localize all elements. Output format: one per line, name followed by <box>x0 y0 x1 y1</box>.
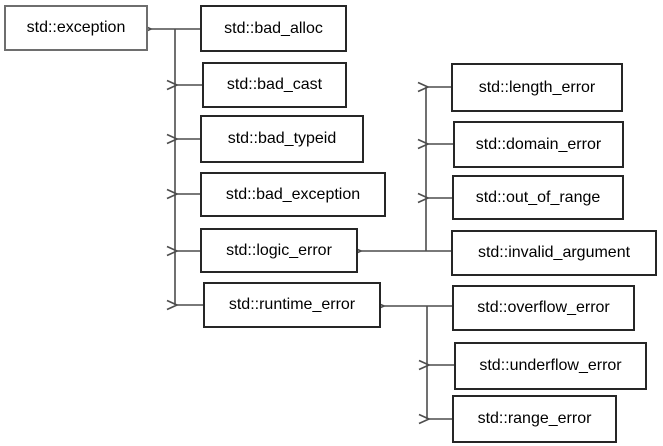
node-std-logic-error: std::logic_error <box>200 228 358 273</box>
node-std-bad-alloc: std::bad_alloc <box>200 5 347 52</box>
node-std-overflow-error: std::overflow_error <box>452 285 635 331</box>
node-std-underflow-error: std::underflow_error <box>454 342 647 390</box>
node-std-length-error: std::length_error <box>451 63 623 112</box>
node-std-range-error: std::range_error <box>452 395 617 443</box>
node-std-out-of-range: std::out_of_range <box>452 175 624 220</box>
node-std-invalid-argument: std::invalid_argument <box>451 230 657 276</box>
node-std-bad-exception: std::bad_exception <box>200 172 386 217</box>
node-std-runtime-error: std::runtime_error <box>203 282 381 328</box>
node-std-exception: std::exception <box>4 5 148 51</box>
node-std-domain-error: std::domain_error <box>453 121 624 168</box>
node-std-bad-typeid: std::bad_typeid <box>200 115 364 163</box>
node-std-bad-cast: std::bad_cast <box>202 62 347 108</box>
